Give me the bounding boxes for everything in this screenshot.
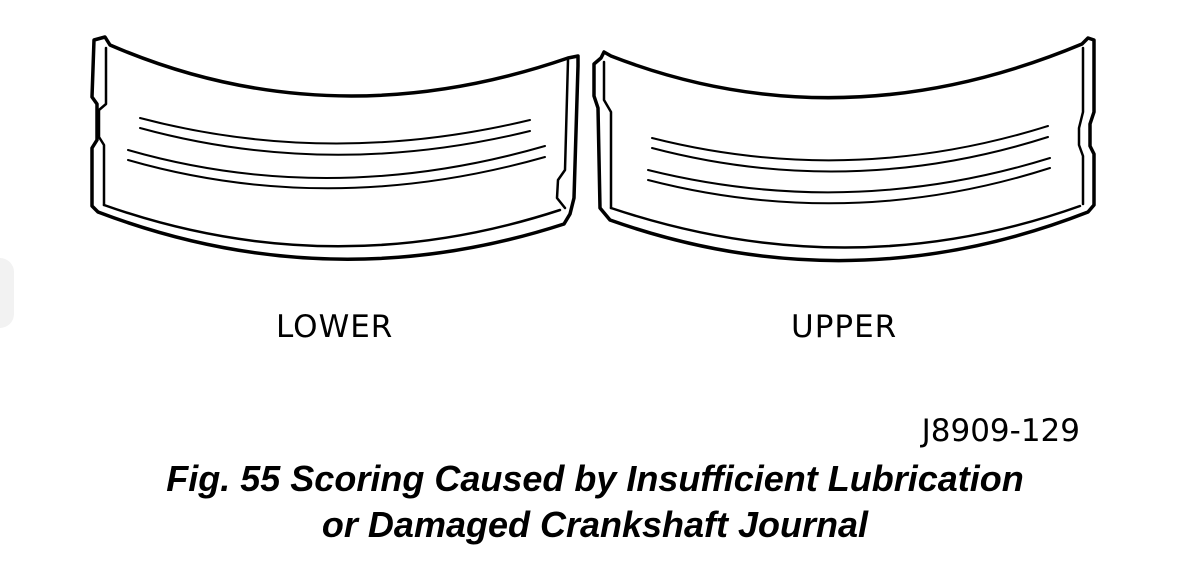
caption-line-1: Fig. 55 Scoring Caused by Insufficient L…	[166, 458, 1024, 499]
caption-line-2: or Damaged Crankshaft Journal	[321, 504, 869, 545]
lower-score-line-1	[139, 117, 531, 145]
lower-shell-outline	[90, 35, 580, 261]
lower-shell-inner-edge	[97, 46, 108, 207]
upper-shell-inner-edge	[602, 60, 613, 210]
lower-label: LOWER	[276, 309, 394, 345]
lower-shell-front-face	[102, 203, 562, 248]
upper-score-line-3	[647, 157, 1051, 194]
upper-shell-front-face	[609, 204, 1082, 249]
lower-shell-right-edge	[555, 58, 570, 210]
scan-artifact	[0, 258, 14, 328]
upper-bearing-shell	[592, 36, 1096, 263]
upper-score-line-1	[651, 125, 1049, 162]
figure-id: J8909-129	[921, 413, 1080, 449]
upper-score-line-2	[651, 136, 1049, 173]
upper-shell-right-edge	[1077, 46, 1085, 206]
upper-label: UPPER	[791, 309, 898, 345]
figure-caption: Fig. 55 Scoring Caused by Insufficient L…	[0, 456, 1190, 548]
upper-score-line-4	[647, 167, 1051, 205]
lower-score-line-2	[139, 127, 531, 156]
upper-shell-outline	[592, 36, 1096, 263]
lower-score-line-4	[127, 156, 546, 190]
bearing-shells-drawing	[90, 35, 1096, 263]
lower-bearing-shell	[90, 35, 580, 261]
lower-score-line-3	[127, 145, 546, 180]
